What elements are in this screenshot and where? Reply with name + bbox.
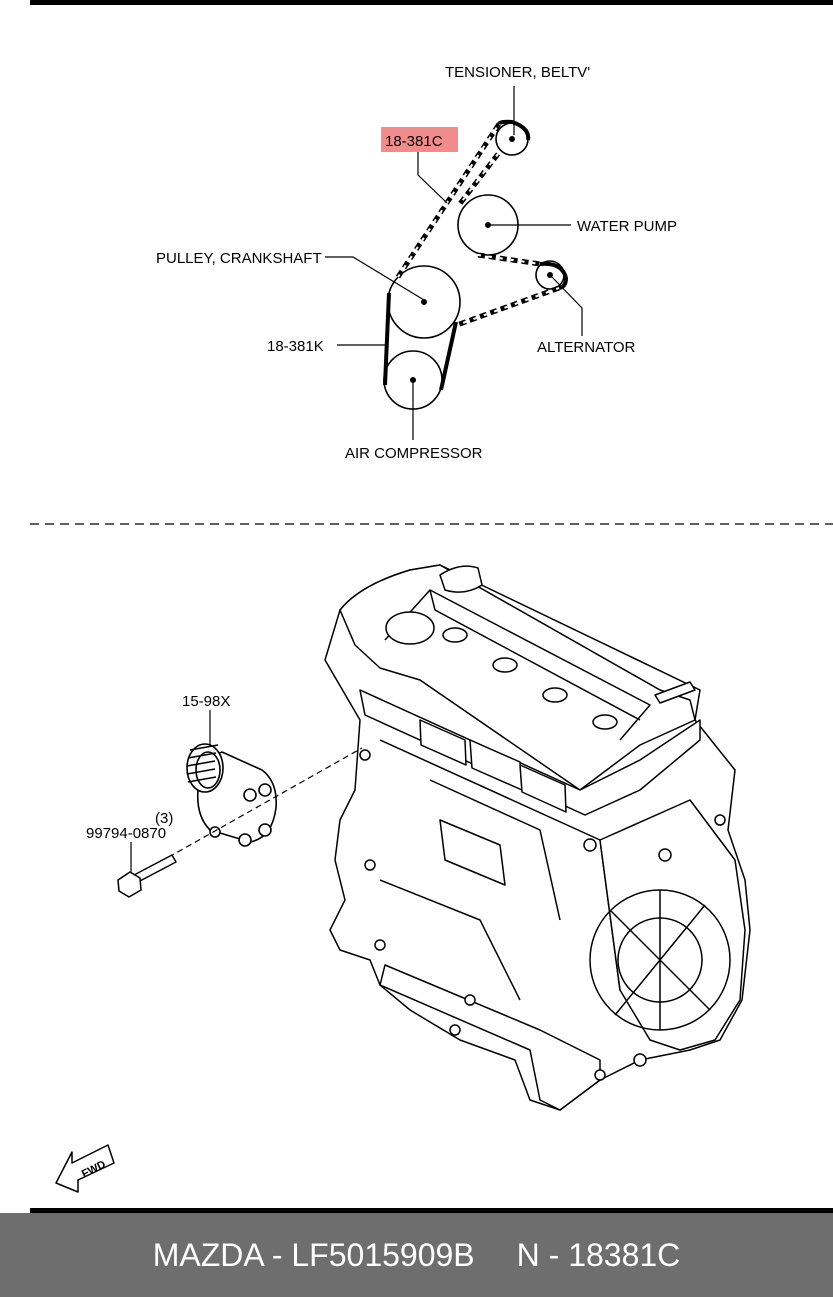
block-bolt-3	[374, 939, 386, 951]
label-water-pump[interactable]: WATER PUMP	[577, 218, 677, 235]
cam-cover-boss-4	[592, 714, 618, 730]
bolt-head	[117, 871, 142, 898]
compressor-ear-5	[209, 826, 221, 838]
engine-leader-lines	[130, 710, 211, 872]
footer-bar: MAZDA - LF5015909B N - 18381C	[0, 1213, 833, 1297]
label-alternator[interactable]: ALTERNATOR	[537, 339, 636, 356]
crankshaft-hub	[420, 298, 427, 305]
belt-18-381k[interactable]	[383, 292, 458, 391]
belt-leader-lines	[325, 86, 583, 440]
engine-block-drawing[interactable]	[324, 564, 751, 1111]
air-compressor-hub	[409, 376, 416, 383]
compressor-ear-1	[243, 788, 257, 802]
label-18-381k[interactable]: 18-381K	[267, 338, 324, 355]
block-window-1	[439, 819, 506, 886]
block-rib-2	[429, 779, 561, 921]
leader-crankshaft	[325, 256, 425, 301]
cam-cover-boss-3	[542, 687, 568, 703]
block-bolt-1	[359, 749, 371, 761]
compressor-ear-4	[238, 833, 252, 847]
water-pump-hub	[484, 222, 491, 229]
fwd-arrow-icon: FWD	[55, 1144, 115, 1193]
label-bolt-qty: (3)	[155, 810, 173, 827]
belt-18-381c-stripes	[397, 123, 560, 326]
oil-filler-cap	[439, 565, 483, 593]
label-18-381c[interactable]: 18-381C	[385, 133, 443, 150]
leader-18-381c	[417, 150, 448, 204]
compressor-ear-3	[258, 823, 272, 837]
footer-brand-part: MAZDA - LF5015909B	[152, 1237, 475, 1273]
block-bolt-4	[464, 994, 476, 1006]
bolt-99794-0870[interactable]	[117, 854, 177, 898]
cam-cover-boss-1	[442, 627, 468, 643]
cam-cover-end-boss	[385, 611, 435, 645]
block-window-3	[519, 764, 567, 813]
cam-cover-boss-2	[492, 657, 518, 673]
top-border	[30, 0, 833, 5]
timing-cover	[599, 799, 746, 1051]
block-bolt-10	[594, 1069, 606, 1081]
label-air-compressor[interactable]: AIR COMPRESSOR	[345, 445, 483, 462]
mounting-line	[159, 747, 363, 863]
block-bolt-8	[633, 1053, 647, 1067]
label-tensioner[interactable]: TENSIONER, BELTV'	[445, 64, 590, 81]
ac-compressor[interactable]	[186, 743, 278, 847]
block-bolt-9	[449, 1024, 461, 1036]
label-crankshaft-pulley[interactable]: PULLEY, CRANKSHAFT	[156, 250, 322, 267]
compressor-pulley-grooves	[186, 744, 219, 783]
label-15-98x[interactable]: 15-98X	[182, 693, 230, 710]
block-bolt-2	[364, 859, 376, 871]
block-bolt-6	[714, 814, 726, 826]
footer-text: MAZDA - LF5015909B N - 18381C	[0, 1213, 833, 1297]
cam-cover-ridge-inner	[429, 589, 641, 721]
block-window-4	[419, 719, 467, 766]
label-99794-0870[interactable]: 99794-0870	[86, 825, 166, 842]
tensioner-hub	[508, 136, 515, 143]
footer-ref-code: N - 18381C	[516, 1237, 681, 1273]
leader-alternator	[550, 275, 583, 336]
breather-pipe	[654, 681, 696, 704]
block-bolt-7	[658, 848, 672, 862]
block-bolt-5	[583, 838, 597, 852]
highlight-box	[381, 127, 458, 152]
compressor-ear-2	[258, 783, 272, 797]
belt-18-381c[interactable]	[395, 119, 569, 328]
timing-cover-spokes	[609, 890, 711, 1030]
block-rib-3	[379, 879, 521, 1001]
bottom-border	[30, 1208, 833, 1213]
